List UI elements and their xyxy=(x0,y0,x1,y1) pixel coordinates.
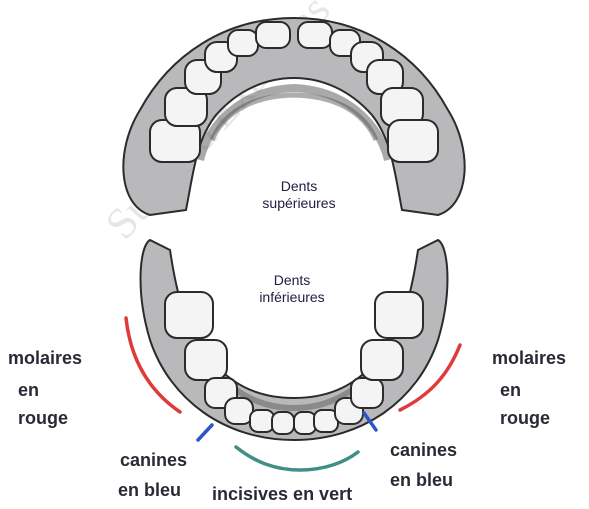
molaires-left-line2: en xyxy=(8,380,82,408)
molaires-right-line1: molaires xyxy=(492,348,566,380)
upper-incisor-tooth xyxy=(228,30,258,56)
canines-right-line1: canines xyxy=(390,440,457,470)
lower-molar-tooth xyxy=(361,340,403,380)
canines-right-line2: en bleu xyxy=(390,470,457,490)
upper-incisor-tooth xyxy=(298,22,332,48)
canines-left-line2: en bleu xyxy=(118,480,187,500)
molaires-right-line2: en xyxy=(492,380,566,408)
upper-molar-tooth xyxy=(388,120,438,162)
incisives-indicator xyxy=(236,447,358,470)
lower-incisor-tooth xyxy=(272,412,294,434)
lower-molar-tooth xyxy=(165,292,213,338)
lower-molar-tooth xyxy=(185,340,227,380)
incisives-label: incisives en vert xyxy=(212,484,352,504)
upper-jaw-label: Dents supérieures xyxy=(244,178,354,212)
lower-incisor-tooth xyxy=(250,410,274,432)
lower-jaw-label: Dents inférieures xyxy=(232,272,352,306)
lower-molar-tooth xyxy=(375,292,423,338)
lower-incisor-tooth xyxy=(294,412,316,434)
upper-jaw-label-line2: supérieures xyxy=(244,195,354,212)
molaires-left-line3: rouge xyxy=(8,408,82,428)
upper-incisor-tooth xyxy=(256,22,290,48)
lower-jaw-label-line2: inférieures xyxy=(232,289,352,306)
canines-left-indicator xyxy=(198,425,212,440)
upper-jaw-label-line1: Dents xyxy=(244,178,354,195)
lower-canine-tooth xyxy=(225,398,253,424)
molaires-right-label: molaires en rouge xyxy=(492,348,566,428)
molaires-left-line1: molaires xyxy=(8,348,82,380)
molaires-right-line3: rouge xyxy=(492,408,566,428)
canines-left-line1: canines xyxy=(118,450,187,480)
molaires-left-label: molaires en rouge xyxy=(8,348,82,428)
canines-right-label: canines en bleu xyxy=(390,440,457,490)
lower-jaw-label-line1: Dents xyxy=(232,272,352,289)
canines-left-label: canines en bleu xyxy=(118,450,187,500)
lower-premolar-tooth xyxy=(351,378,383,408)
